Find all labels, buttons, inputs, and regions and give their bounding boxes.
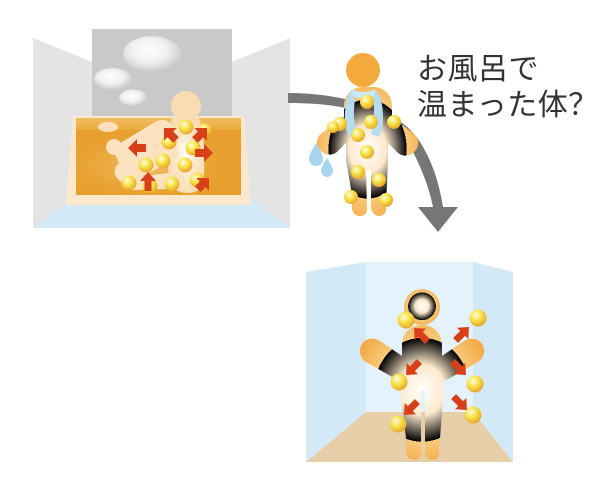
red-arrow-inward bbox=[192, 128, 207, 143]
red-arrow-outward bbox=[450, 359, 466, 375]
heat-dot bbox=[389, 415, 407, 433]
gray-arrow-shaft bbox=[288, 93, 458, 232]
water-drop-large bbox=[309, 143, 323, 166]
water-drops bbox=[309, 143, 333, 177]
heat-dot bbox=[397, 311, 415, 329]
water-drop-small bbox=[321, 158, 333, 177]
room-heat-dots bbox=[389, 309, 487, 433]
bather-head bbox=[171, 91, 201, 121]
heat-dot bbox=[464, 406, 482, 424]
red-arrow-inward bbox=[140, 172, 156, 191]
room-heat-arrows bbox=[404, 327, 469, 415]
towel-figure-heat-dots bbox=[327, 95, 401, 207]
heat-dot bbox=[390, 373, 408, 391]
caption-line-1: お風呂で bbox=[417, 53, 539, 86]
heat-dot bbox=[466, 375, 484, 393]
bathtub-scene bbox=[33, 29, 290, 228]
red-arrow-outward bbox=[414, 328, 430, 344]
bathtub-surface-bubble bbox=[98, 122, 118, 132]
caption: お風呂で 温まった体？ bbox=[417, 53, 599, 122]
room-left-wall bbox=[306, 262, 366, 462]
red-arrow-outward bbox=[406, 359, 422, 375]
steam-puff-medium bbox=[94, 68, 132, 90]
bather-foot bbox=[106, 139, 122, 155]
bather-shin bbox=[112, 119, 174, 165]
steam-group bbox=[94, 36, 181, 107]
caption-line-2: 温まった体？ bbox=[417, 89, 599, 122]
red-arrow-inward bbox=[164, 128, 179, 143]
towel-left-side bbox=[345, 90, 357, 137]
gray-curved-arrow bbox=[288, 93, 458, 232]
room-figure-body bbox=[359, 325, 485, 460]
standing-figure-scene bbox=[309, 53, 419, 216]
red-arrow-inward bbox=[128, 139, 146, 157]
red-arrow-inward bbox=[195, 144, 213, 162]
room-scene bbox=[306, 262, 513, 462]
red-arrow-inward bbox=[194, 178, 209, 193]
red-arrow-outward bbox=[451, 394, 467, 410]
towel-figure-head bbox=[346, 53, 380, 87]
red-arrow-outward bbox=[453, 327, 469, 343]
red-arrow-outward bbox=[404, 399, 420, 415]
heat-dot bbox=[469, 309, 487, 327]
steam-puff-small bbox=[119, 89, 147, 107]
bathtub-heat-arrows bbox=[128, 128, 213, 193]
steam-puff-large bbox=[123, 36, 181, 72]
